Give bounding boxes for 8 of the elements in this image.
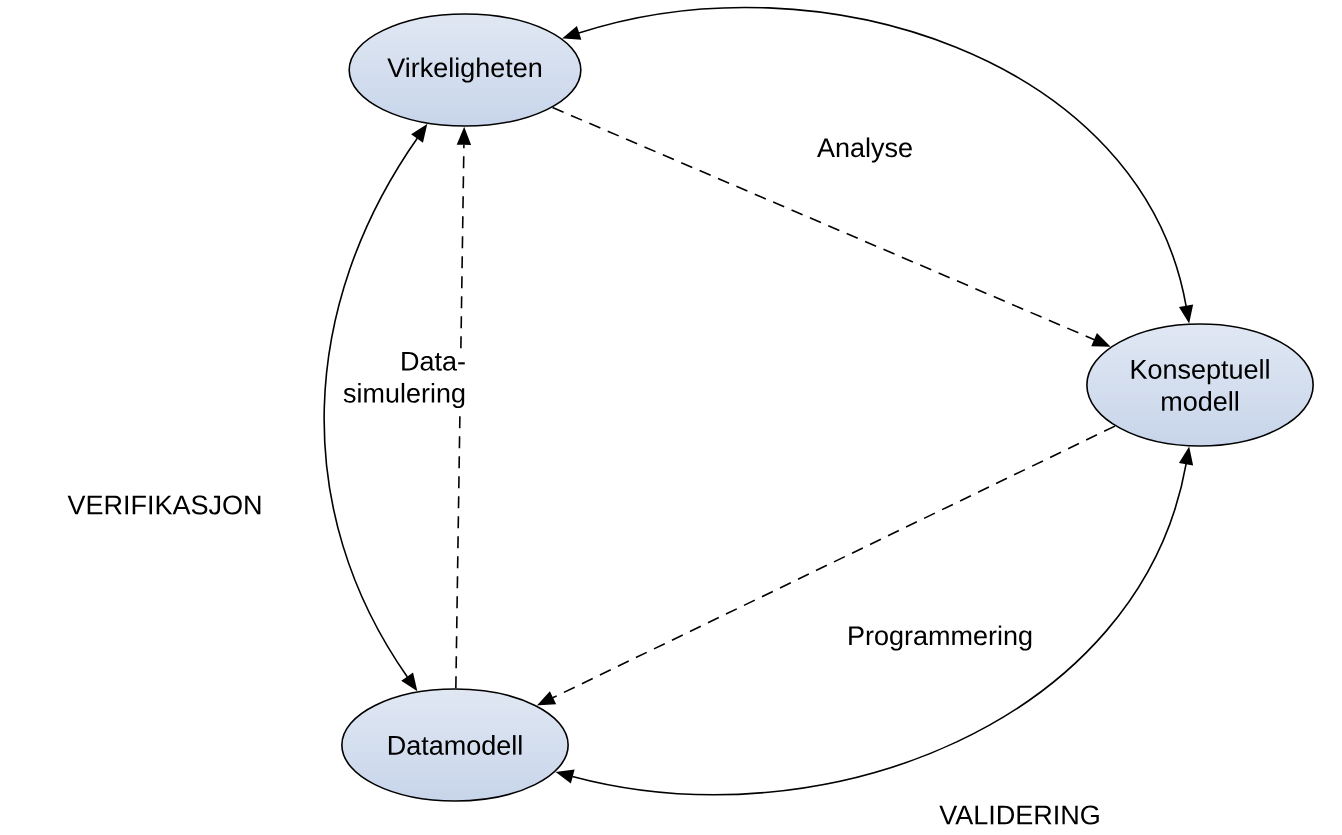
edge-label: Analyse — [815, 135, 916, 165]
ellipse-node: Virkeligheten — [348, 13, 582, 127]
edge-label: VERIFIKASJON — [65, 493, 265, 517]
edge-label: Programmering — [845, 623, 1036, 653]
ellipse-node: Datamodell — [341, 688, 569, 802]
edge-label: VALIDERING — [937, 803, 1103, 827]
edge-label: Data- simulering — [332, 349, 468, 411]
ellipse-node: Konseptuell modell — [1086, 323, 1314, 447]
